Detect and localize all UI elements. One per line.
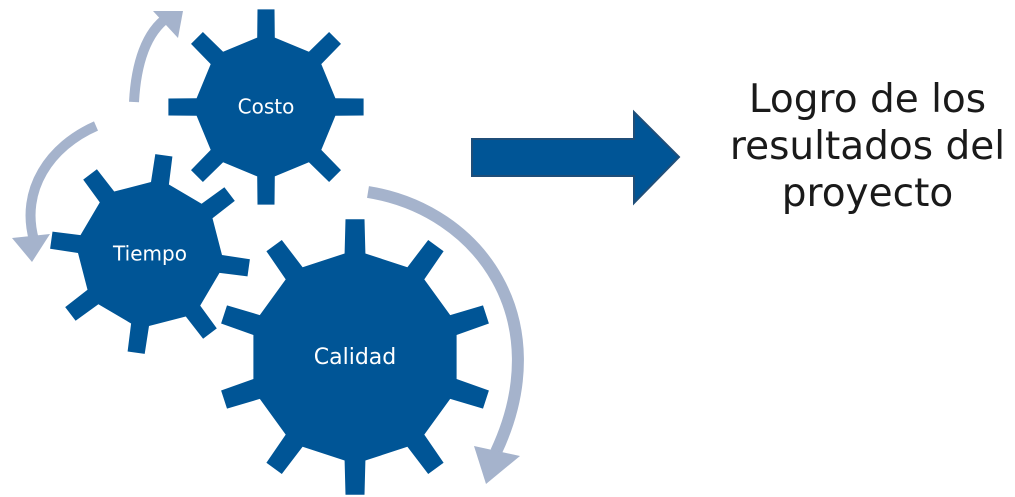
result-line-2: resultados del <box>729 124 1006 169</box>
gear-tiempo-shape <box>50 154 250 354</box>
result-line-1: Logro de los <box>748 77 987 122</box>
result-text: Logro de los resultados del proyecto <box>720 76 1015 217</box>
gear-calidad-shape <box>221 219 489 495</box>
gear-costo: Costo <box>168 9 364 205</box>
cycle-arrow-costo-top-head <box>153 11 183 38</box>
cycle-arrow-calidad-right <box>367 186 524 455</box>
gear-costo-label: Costo <box>238 95 295 119</box>
gear-costo-shape <box>168 9 364 205</box>
result-arrow <box>471 109 681 206</box>
gear-tiempo: Tiempo <box>50 154 250 354</box>
gear-calidad: Calidad <box>221 219 489 495</box>
gear-calidad-label: Calidad <box>314 345 396 370</box>
result-line-3: proyecto <box>781 171 954 216</box>
cycle-arrow-tiempo-left <box>25 121 99 242</box>
cycle-arrow-tiempo-left-head <box>12 234 50 262</box>
cycle-arrow-costo-top <box>129 12 172 103</box>
cycle-arrow-calidad-right-head <box>474 446 520 484</box>
gear-tiempo-label: Tiempo <box>112 242 187 266</box>
